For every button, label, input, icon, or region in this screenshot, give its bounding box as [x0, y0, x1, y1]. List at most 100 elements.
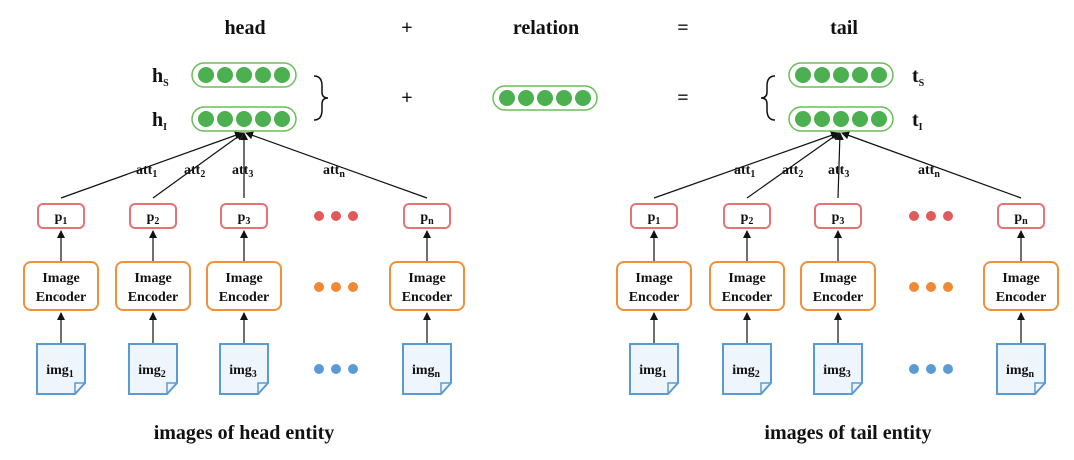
header-tail: tail: [830, 17, 858, 39]
svg-text:Image: Image: [42, 271, 79, 286]
label-hi: hI: [152, 109, 167, 133]
dots-red-tail: [909, 211, 953, 221]
att-line-3-tail: [835, 132, 844, 199]
p-label-3-tail: p3: [832, 210, 845, 227]
image-doc-icon-1-tail: img1: [629, 343, 679, 395]
img-label-1: img1: [46, 363, 74, 380]
img-label-3: img3: [229, 363, 257, 380]
vector-hi: [191, 106, 297, 132]
tail-side: tS tI att1 att2 att3 attn p1 p2 p3 pn Im…: [616, 62, 1059, 444]
header-plus: +: [401, 17, 412, 39]
p-label-1: p1: [55, 210, 68, 227]
dots-orange: [314, 282, 358, 292]
p-box-1-tail: [630, 203, 678, 229]
svg-text:Encoder: Encoder: [629, 290, 680, 305]
svg-text:Image: Image: [728, 271, 765, 286]
dots-red: [314, 211, 358, 221]
image-doc-icon-n: imgn: [402, 343, 452, 395]
dots-blue-tail: [909, 364, 953, 374]
image-encoder-2: Image Encoder: [115, 261, 191, 311]
vector-ti: [788, 106, 894, 132]
image-doc-icon-1: img1: [36, 343, 86, 395]
vector-hs: [191, 62, 297, 88]
caption-head: images of head entity: [154, 422, 335, 444]
svg-text:Image: Image: [225, 271, 262, 286]
img-label-n-tail: imgn: [1006, 363, 1035, 380]
p-box-2-tail: [723, 203, 771, 229]
att-line-n: [245, 131, 428, 199]
img-label-2-tail: img2: [732, 363, 760, 380]
svg-text:Encoder: Encoder: [128, 290, 179, 305]
img-label-n: imgn: [412, 363, 441, 380]
p-label-3: p3: [238, 210, 251, 227]
vector-ts: [788, 62, 894, 88]
att-label-n-tail: attn: [918, 163, 940, 180]
att-line-n-tail: [841, 131, 1022, 199]
p-label-n-tail: pn: [1014, 210, 1028, 227]
head-side: hS hI att1 att2 att3 at: [23, 62, 465, 444]
p-label-2-tail: p2: [741, 210, 754, 227]
svg-text:Encoder: Encoder: [813, 290, 864, 305]
svg-text:Image: Image: [819, 271, 856, 286]
att-line-1: [60, 131, 243, 199]
caption-tail: images of tail entity: [764, 422, 931, 444]
p-box-1: [37, 203, 85, 229]
svg-text:Encoder: Encoder: [36, 290, 87, 305]
header-head: head: [224, 17, 265, 39]
att-label-3-tail: att3: [828, 163, 849, 180]
image-encoder-n: Image Encoder: [389, 261, 465, 311]
att-label-3: att3: [232, 163, 253, 180]
svg-text:Encoder: Encoder: [402, 290, 453, 305]
brace-left: [760, 75, 776, 121]
dots-orange-tail: [909, 282, 953, 292]
att-line-2-tail: [746, 132, 840, 199]
image-encoder-n-tail: Image Encoder: [983, 261, 1059, 311]
image-doc-icon-2-tail: img2: [722, 343, 772, 395]
att-label-2-tail: att2: [782, 163, 803, 180]
p-box-3: [220, 203, 268, 229]
vector-relation: [492, 85, 598, 111]
image-doc-icon-3: img3: [219, 343, 269, 395]
image-doc-icon-n-tail: imgn: [996, 343, 1046, 395]
p-label-1-tail: p1: [648, 210, 661, 227]
svg-text:Image: Image: [635, 271, 672, 286]
img-label-1-tail: img1: [639, 363, 667, 380]
image-encoder-2-tail: Image Encoder: [709, 261, 785, 311]
image-encoder-1-tail: Image Encoder: [616, 261, 692, 311]
att-label-1-tail: att1: [734, 163, 755, 180]
att-label-1: att1: [136, 163, 157, 180]
img-label-3-tail: img3: [823, 363, 851, 380]
middle-equals: =: [677, 87, 688, 109]
svg-text:Encoder: Encoder: [722, 290, 773, 305]
image-doc-icon-3-tail: img3: [813, 343, 863, 395]
img-label-2: img2: [138, 363, 166, 380]
p-label-n: pn: [420, 210, 434, 227]
p-box-2: [129, 203, 177, 229]
att-label-2: att2: [184, 163, 205, 180]
middle-plus: +: [401, 87, 412, 109]
image-doc-icon-2: img2: [128, 343, 178, 395]
svg-text:Encoder: Encoder: [996, 290, 1047, 305]
att-line-2: [152, 132, 244, 199]
header-equals: =: [677, 17, 688, 39]
image-encoder-3: Image Encoder: [206, 261, 282, 311]
att-label-n: attn: [323, 163, 345, 180]
dots-blue: [314, 364, 358, 374]
svg-text:Encoder: Encoder: [219, 290, 270, 305]
p-box-n: [403, 203, 451, 229]
p-box-n-tail: [997, 203, 1045, 229]
label-hs: hS: [152, 65, 169, 89]
svg-text:Image: Image: [1002, 271, 1039, 286]
image-encoder-3-tail: Image Encoder: [800, 261, 876, 311]
svg-text:Image: Image: [134, 271, 171, 286]
brace-right: [313, 75, 329, 121]
p-box-3-tail: [814, 203, 862, 229]
att-line-1-tail: [653, 131, 839, 199]
svg-text:Image: Image: [408, 271, 445, 286]
image-encoder-1: Image Encoder: [23, 261, 99, 311]
header-relation: relation: [513, 17, 579, 39]
label-ts: tS: [912, 65, 925, 89]
p-label-2: p2: [147, 210, 160, 227]
label-ti: tI: [912, 109, 923, 133]
